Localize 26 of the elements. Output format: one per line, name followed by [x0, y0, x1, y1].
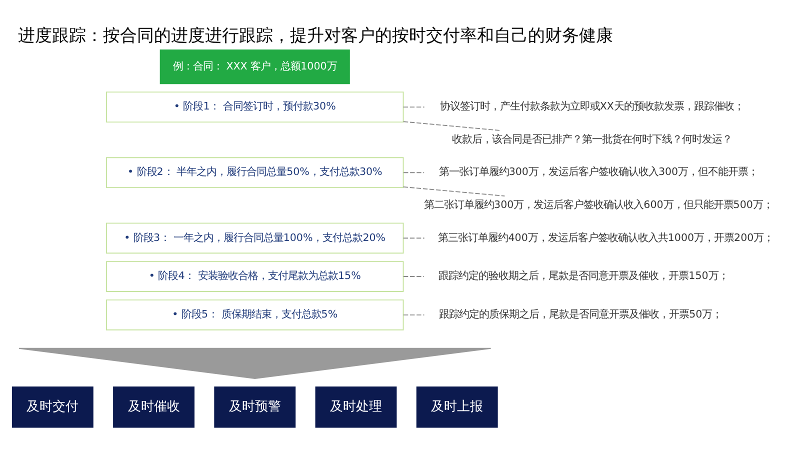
node-text: 收款后，该合同是否已排产？第一批货在何时下线？何时发运？	[452, 132, 732, 145]
node-box: • 阶段5： 质保期结束，支付总款5%	[106, 298, 404, 330]
connector	[402, 120, 500, 130]
node-text: 协议签订时，产生付款条款为立即或XX天的预收款发票，跟踪催收；	[440, 100, 744, 112]
connector	[403, 314, 425, 315]
node-text: 第三张订单履约400万，发运后客户签收确认收入共1000万，开票200万；	[438, 231, 774, 244]
node-box: • 阶段4： 安装验收合格，支付尾款为总款15%	[106, 260, 404, 292]
node-box: 及时处理	[315, 386, 397, 428]
diagram-title: 进度跟踪：按合同的进度进行跟踪，提升对客户的按时交付率和自己的财务健康	[18, 24, 613, 44]
node-box: 例：合同： XXX 客户，总额1000万	[160, 49, 350, 84]
node-text: 跟踪约定的验收期之后，尾款是否同意开票及催收，开票150万；	[438, 270, 728, 282]
node-text: 第一张订单履约300万，发运后客户签收确认收入300万，但不能开票；	[438, 166, 758, 178]
node-text: 第二张订单履约300万，发运后客户签收确认收入600万，但只能开票500万；	[424, 198, 773, 210]
connector	[403, 172, 425, 173]
node-triangle	[18, 347, 492, 379]
node-box: • 阶段1： 合同签订时，预付款30%	[106, 91, 404, 122]
connector	[402, 106, 425, 108]
node-box: 及时上报	[416, 386, 498, 428]
node-box: 及时催收	[113, 386, 194, 428]
node-box: • 阶段2： 半年之内，履行合同总量50%，支付总款30%	[106, 156, 404, 188]
node-box: • 阶段3： 一年之内，履行合同总量100%，支付总款20%	[106, 222, 404, 254]
connector	[402, 237, 425, 238]
connector	[402, 186, 506, 196]
node-text: 跟踪约定的质保期之后，尾款是否同意开票及催收，开票50万；	[439, 308, 722, 320]
node-box: 及时预警	[214, 386, 296, 428]
node-box: 及时交付	[12, 386, 94, 428]
